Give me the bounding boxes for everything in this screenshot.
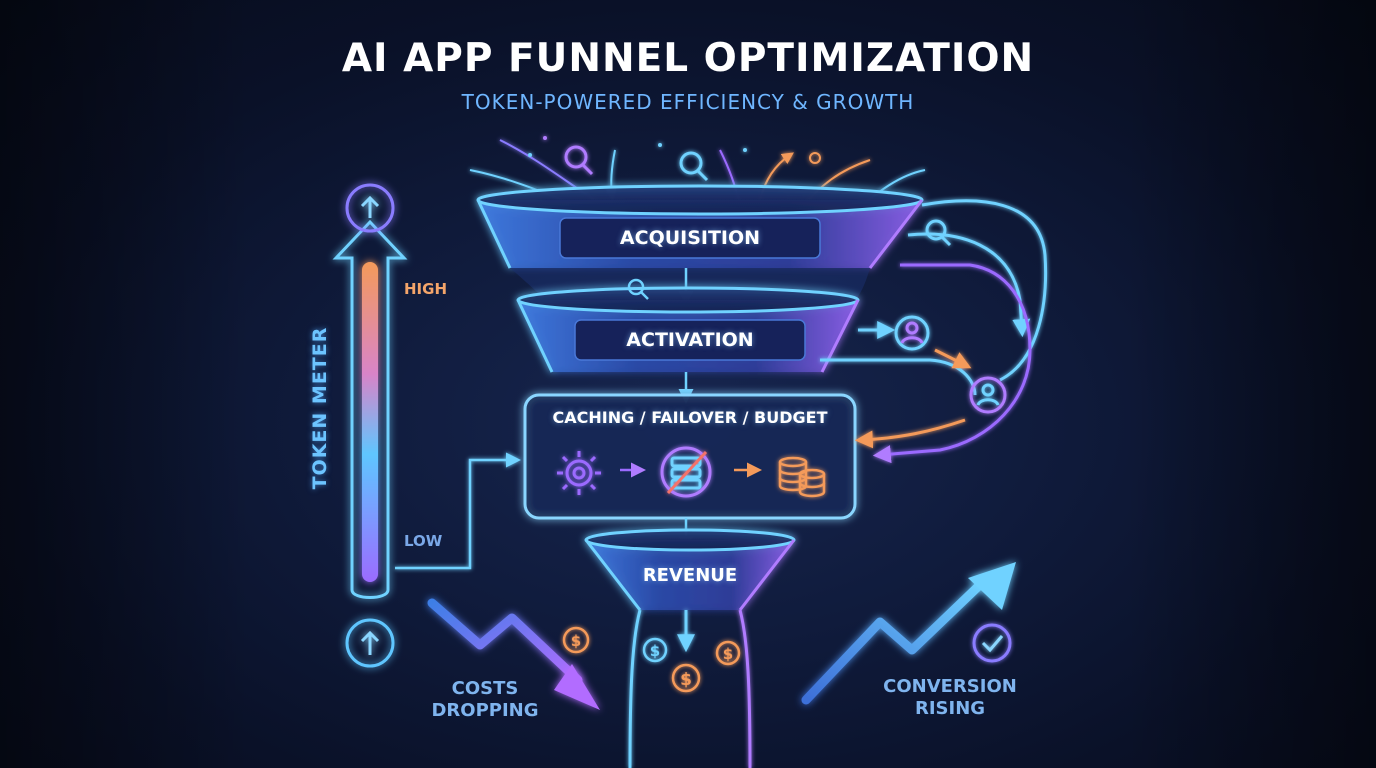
token-up-icon (345, 183, 395, 233)
conversion-arrow-head (968, 562, 1016, 610)
funnel-stage-revenue (584, 528, 796, 611)
right-vignette (1126, 0, 1376, 768)
search-icon (564, 145, 594, 176)
costs-line-1: COSTS (451, 678, 519, 699)
costs-arrow-head (554, 664, 600, 710)
conversion-trend-arrow (801, 575, 990, 705)
left-vignette (0, 0, 250, 768)
page-title: AI APP FUNNEL OPTIMIZATION (341, 36, 1035, 81)
dollar-coin-icon: $ (715, 640, 741, 666)
funnel-spout (628, 609, 752, 768)
gear-icon (557, 451, 601, 495)
meter-to-box-arrow (395, 452, 521, 570)
costs-dropping-label: COSTS DROPPING (415, 678, 555, 722)
costs-trend-arrow (427, 598, 583, 685)
user-avatar-icon (894, 315, 930, 351)
meter-high-label: HIGH (404, 280, 448, 298)
search-icon (627, 278, 649, 300)
server-off-icon (660, 446, 712, 498)
conversion-line-2: RISING (914, 698, 986, 719)
svg-text:$: $ (723, 645, 733, 663)
search-icon (679, 151, 709, 182)
stage-label-acquisition: ACQUISITION (619, 227, 761, 249)
conversion-line-1: CONVERSION (883, 676, 1017, 697)
conversion-rising-label: CONVERSION RISING (860, 676, 1040, 720)
coin-stack-icon (778, 456, 826, 498)
stage-label-activation: ACTIVATION (626, 329, 754, 351)
funnel-stage-acquisition (476, 184, 924, 269)
token-meter-label: TOKEN METER (309, 326, 331, 490)
meter-low-label: LOW (404, 532, 443, 550)
dollar-coin-icon: $ (562, 626, 590, 654)
token-meter (332, 219, 408, 599)
costs-line-2: DROPPING (431, 700, 539, 721)
funnel-stage-activation (516, 286, 860, 373)
dollar-coin-icon: $ (642, 637, 668, 663)
search-icon (925, 219, 952, 247)
svg-text:$: $ (680, 670, 692, 690)
svg-text:$: $ (650, 642, 660, 660)
stage-label-revenue: REVENUE (642, 565, 738, 586)
token-up-icon (345, 618, 395, 668)
page-subtitle: TOKEN-POWERED EFFICIENCY & GROWTH (461, 90, 915, 114)
check-circle-icon (972, 623, 1012, 663)
dollar-coin-icon: $ (671, 663, 701, 693)
stage-label-optimization: CACHING / FAILOVER / BUDGET (552, 408, 828, 427)
user-avatar-icon (969, 376, 1007, 414)
svg-text:$: $ (571, 632, 581, 650)
